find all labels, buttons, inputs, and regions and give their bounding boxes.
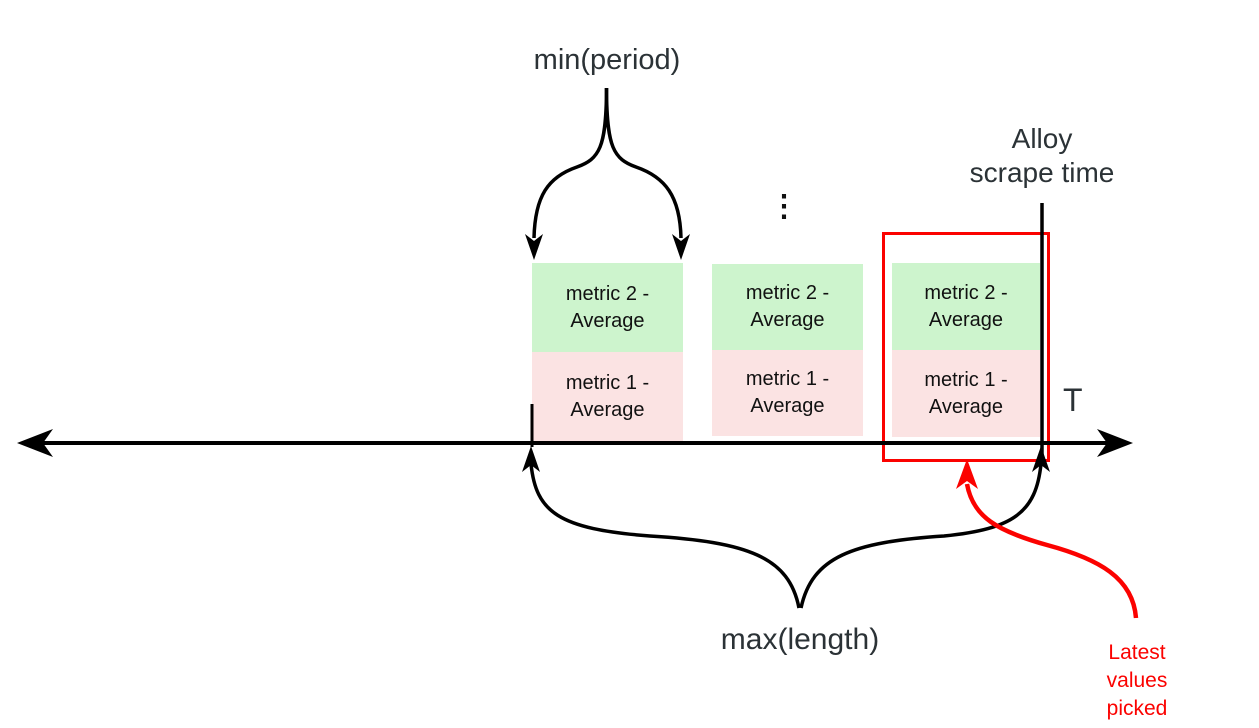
min-period-brace-left-curve	[532, 87, 609, 239]
metric-stack-3: metric 2 - Average metric 1 - Average	[892, 263, 1040, 437]
metric-stack-2: metric 2 - Average metric 1 - Average	[712, 264, 863, 436]
alloy-scrape-time-label: Alloy scrape time	[969, 123, 1115, 188]
axis-right-arrowhead-icon	[1097, 429, 1133, 457]
latest-values-arrowhead-icon	[956, 459, 978, 489]
latest-values-arrow-curve	[964, 483, 1139, 619]
axis-left-arrowhead-icon	[17, 429, 53, 457]
latest-values-label: Latest values picked	[1106, 641, 1168, 720]
vertical-ellipsis-icon: ⋮	[769, 190, 799, 223]
latest-window-highlight-rect	[882, 232, 1050, 462]
max-length-left-arrowhead-icon	[522, 446, 540, 472]
max-length-brace-right-curve	[799, 463, 1043, 609]
min-period-label: min(period)	[533, 44, 681, 76]
metric-stack-1: metric 2 - Average metric 1 - Average	[532, 263, 683, 441]
min-period-right-arrowhead-icon	[672, 234, 690, 260]
time-axis-label: T	[1063, 382, 1083, 418]
max-length-label: max(length)	[720, 623, 880, 656]
metric1-average-box: metric 1 - Average	[892, 350, 1040, 437]
max-length-brace-left-curve	[529, 463, 801, 609]
metric1-average-box: metric 1 - Average	[532, 352, 683, 441]
min-period-left-arrowhead-icon	[525, 234, 543, 260]
min-period-brace-right-curve	[604, 87, 683, 239]
metric2-average-box: metric 2 - Average	[532, 263, 683, 352]
metric2-average-box: metric 2 - Average	[892, 263, 1040, 350]
metric1-average-box: metric 1 - Average	[712, 350, 863, 436]
metric2-average-box: metric 2 - Average	[712, 264, 863, 350]
